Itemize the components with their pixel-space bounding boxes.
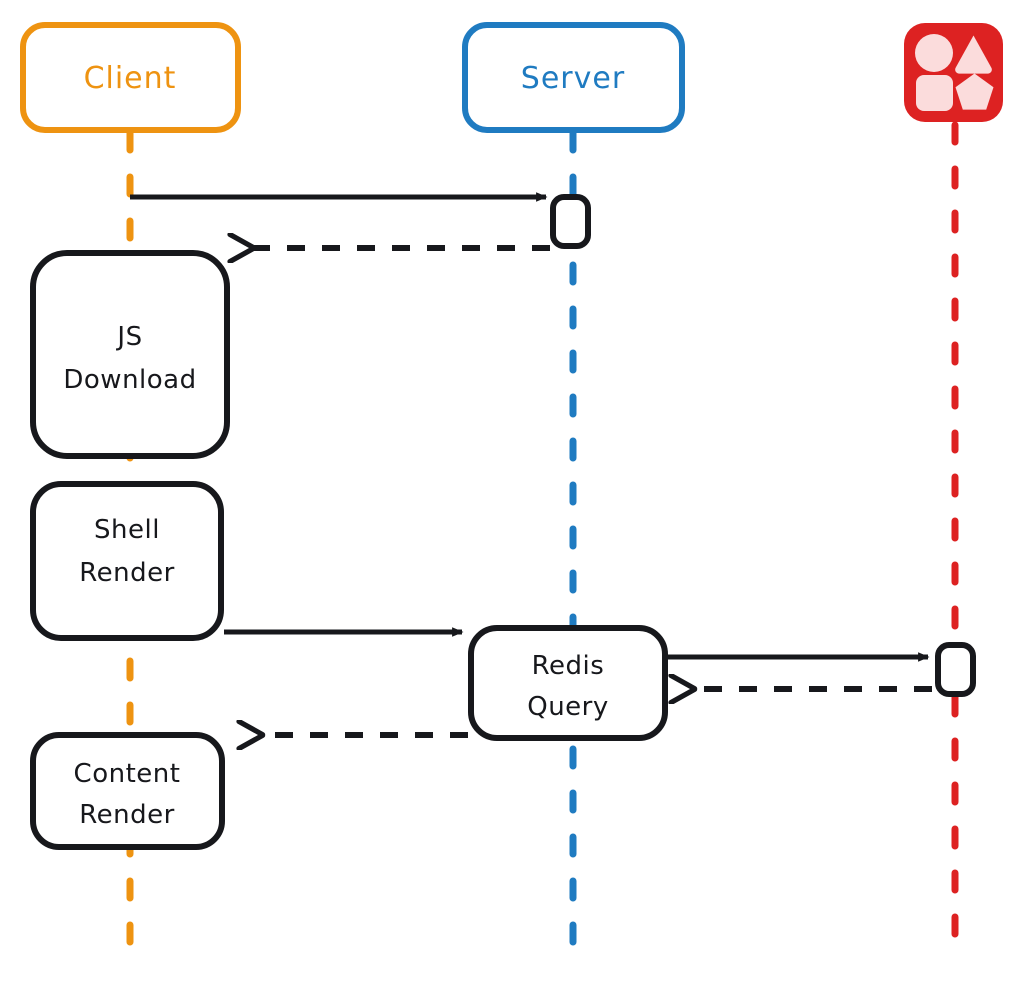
block-shell-render-line-1: Shell xyxy=(94,515,160,545)
block-js-download-line-2: Download xyxy=(63,365,196,395)
block-shell-render[interactable]: Shell Render xyxy=(30,481,224,641)
participant-client-box xyxy=(20,22,241,133)
block-js-download[interactable]: JS Download xyxy=(30,250,230,459)
block-redis-query-line-2: Query xyxy=(527,692,609,722)
redis-logo-pentagon-shape xyxy=(955,73,994,110)
participant-redisdb[interactable] xyxy=(904,23,1003,122)
participant-server[interactable]: Server xyxy=(462,22,685,133)
participant-client-label: Client xyxy=(84,61,177,96)
participant-server-box xyxy=(462,22,685,133)
block-content-render-box xyxy=(30,732,225,850)
redis-logo-icon xyxy=(904,23,1003,122)
block-shell-render-box xyxy=(30,481,224,641)
redis-logo-circle-shape xyxy=(915,34,953,72)
block-js-download-box xyxy=(30,250,230,459)
activation-server-activation[interactable] xyxy=(550,194,591,249)
block-js-download-line-1: JS xyxy=(115,322,142,352)
participant-client[interactable]: Client xyxy=(20,22,241,133)
block-redis-query[interactable]: Redis Query xyxy=(468,625,668,741)
participant-server-label: Server xyxy=(521,61,625,96)
activations-group xyxy=(550,194,976,697)
activation-redis-activation[interactable] xyxy=(935,642,976,697)
block-content-render[interactable]: Content Render xyxy=(30,732,225,850)
redis-logo-rounded-square-shape xyxy=(916,75,953,111)
block-content-render-line-1: Content xyxy=(74,759,181,789)
redis-logo-triangle-shape xyxy=(955,35,992,74)
block-content-render-line-2: Render xyxy=(79,800,175,830)
messages-group xyxy=(130,192,932,735)
block-redis-query-line-1: Redis xyxy=(532,651,605,681)
block-shell-render-line-2: Render xyxy=(79,558,175,588)
block-redis-query-box xyxy=(468,625,668,741)
